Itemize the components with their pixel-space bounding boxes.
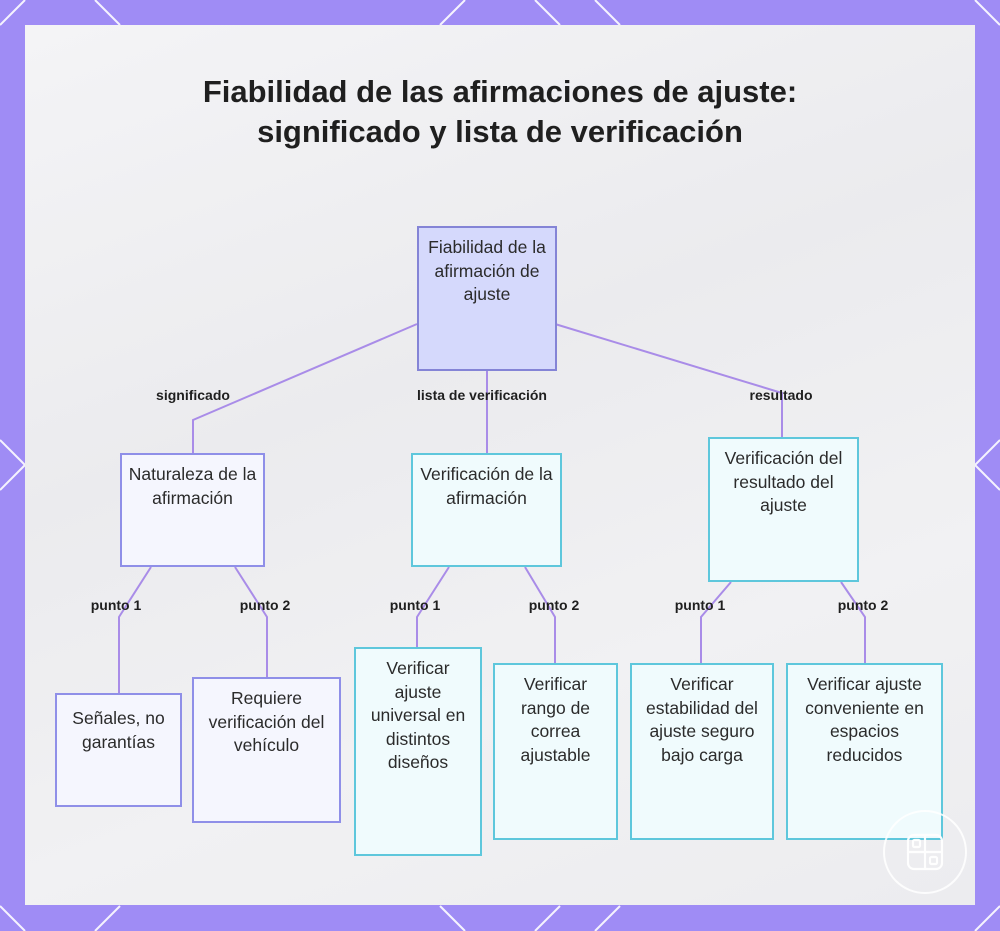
root-node: Fiabilidad de la afirmación de ajuste xyxy=(417,226,557,371)
node-requiere-verificacion-label: Requiere verificación del vehículo xyxy=(208,688,325,755)
edge-verificacion-punto2 xyxy=(524,566,556,663)
node-naturaleza-label: Naturaleza de la afirmación xyxy=(128,464,257,508)
edge-label-resultado: resultado xyxy=(749,387,813,403)
edge-label-naturaleza-punto2: punto 2 xyxy=(239,597,291,613)
root-node-label: Fiabilidad de la afirmación de ajuste xyxy=(428,237,546,304)
node-requiere-verificacion: Requiere verificación del vehículo xyxy=(192,677,341,823)
node-naturaleza: Naturaleza de la afirmación xyxy=(120,453,265,567)
edge-verificacion-punto1 xyxy=(416,566,450,647)
edge-resultado-punto2 xyxy=(840,581,866,663)
edge-layer xyxy=(118,323,866,693)
node-rango-correa-label: Verificar rango de correa ajustable xyxy=(520,674,591,765)
node-estabilidad: Verificar estabilidad del ajuste seguro … xyxy=(630,663,774,840)
node-rango-correa: Verificar rango de correa ajustable xyxy=(493,663,618,840)
node-ajuste-universal: Verificar ajuste universal en distintos … xyxy=(354,647,482,856)
edge-label-verificacion-punto1: punto 1 xyxy=(389,597,441,613)
node-verificacion-afirmacion-label: Verificación de la afirmación xyxy=(420,464,553,508)
edge-label-verificacion-punto2: punto 2 xyxy=(528,597,580,613)
edge-resultado-punto1 xyxy=(700,581,732,663)
edge-label-resultado-punto2: punto 2 xyxy=(837,597,889,613)
diagram-card: Fiabilidad de las afirmaciones de ajuste… xyxy=(25,25,975,905)
node-verificacion-afirmacion: Verificación de la afirmación xyxy=(411,453,562,567)
edge-label-resultado-punto1: punto 1 xyxy=(674,597,726,613)
diagram-title: Fiabilidad de las afirmaciones de ajuste… xyxy=(202,74,798,149)
node-ajuste-universal-label: Verificar ajuste universal en distintos … xyxy=(370,658,466,772)
node-senales-label: Señales, no garantías xyxy=(72,708,165,752)
node-verificacion-resultado-label: Verificación del resultado del ajuste xyxy=(724,448,843,515)
grid-badge-icon xyxy=(883,810,967,894)
edge-label-significado: significado xyxy=(156,387,230,403)
edge-naturaleza-punto1 xyxy=(118,566,152,693)
edge-label-lista: lista de verificación xyxy=(417,387,547,403)
node-espacios-reducidos: Verificar ajuste conveniente en espacios… xyxy=(786,663,943,840)
edge-label-naturaleza-punto1: punto 1 xyxy=(90,597,142,613)
edge-root-resultado xyxy=(554,323,783,437)
node-senales: Señales, no garantías xyxy=(55,693,182,807)
node-espacios-reducidos-label: Verificar ajuste conveniente en espacios… xyxy=(805,674,924,765)
node-verificacion-resultado: Verificación del resultado del ajuste xyxy=(708,437,859,582)
edge-naturaleza-punto2 xyxy=(234,566,268,677)
node-estabilidad-label: Verificar estabilidad del ajuste seguro … xyxy=(646,674,758,765)
edge-root-significado xyxy=(192,323,418,453)
